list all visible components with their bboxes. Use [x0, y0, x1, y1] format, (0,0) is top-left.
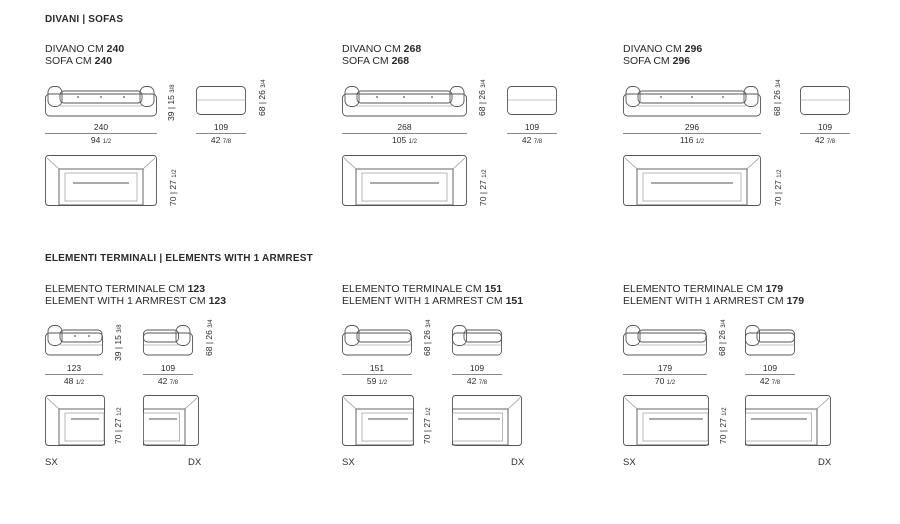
- terminal-top-view-sx-179: [623, 395, 709, 446]
- terminal-label-sx-123: SX: [45, 457, 58, 468]
- sofa-top-view-296: [623, 155, 761, 206]
- sofa-pouf-front-view-296: [800, 86, 850, 115]
- terminal-depth-dim-151: 70 | 27 1/2: [422, 407, 432, 444]
- sofa-pouf-front-view-268: [507, 86, 557, 115]
- terminal-width-dim-179: 179 70 1/2: [623, 363, 707, 386]
- sofa-pouf-width-dim-296: 109 42 7/8: [800, 122, 850, 145]
- terminal-dx-width-dim-123: 109 42 7/8: [143, 363, 193, 386]
- sofa-depth-dim-240: 70 | 27 1/2: [168, 169, 178, 206]
- terminal-height-dim-179: 68 | 26 3/4: [717, 319, 727, 356]
- terminal-dx-width-dim-179: 109 42 7/8: [745, 363, 795, 386]
- sofa-width-dim-268: 268 105 1/2: [342, 122, 467, 145]
- sofa-height-dim-240: 68 | 26 3/4: [257, 79, 267, 116]
- section-title-sofas: DIVANI | SOFAS: [45, 14, 124, 25]
- terminal-depth-dim-179: 70 | 27 1/2: [718, 407, 728, 444]
- terminal-front-view-sx-151: [342, 325, 412, 356]
- terminal-top-view-sx-123: [45, 395, 105, 446]
- sofa-pouf-width-dim-268: 109 42 7/8: [507, 122, 557, 145]
- terminal-label-dx-123: DX: [188, 457, 202, 468]
- terminal-label-dx-179: DX: [818, 457, 832, 468]
- sofa-front-view-240: [45, 86, 157, 117]
- sofa-caption-296: DIVANO CM 296 SOFA CM 296: [623, 43, 703, 67]
- sofa-front-view-296: [623, 86, 761, 117]
- terminal-width-dim-151: 151 59 1/2: [342, 363, 412, 386]
- terminal-top-view-dx-179: [745, 395, 831, 446]
- terminal-front-view-dx-123: [143, 325, 193, 356]
- sofa-top-view-240: [45, 155, 157, 206]
- terminal-top-view-dx-151: [452, 395, 522, 446]
- terminal-height-dim-123: 68 | 26 3/4: [204, 319, 214, 356]
- terminal-depth-dim-123: 70 | 27 1/2: [113, 407, 123, 444]
- sofa-seat-height-dim-240: 39 | 15 3/8: [166, 84, 176, 121]
- sofa-pouf-width-dim-240: 109 42 7/8: [196, 122, 246, 145]
- terminal-label-dx-151: DX: [511, 457, 525, 468]
- sofa-width-dim-240: 240 94 1/2: [45, 122, 157, 145]
- terminal-caption-179: ELEMENTO TERMINALE CM 179 ELEMENT WITH 1…: [623, 283, 805, 307]
- sofa-top-view-268: [342, 155, 467, 206]
- terminal-top-view-sx-151: [342, 395, 414, 446]
- sofa-depth-dim-296: 70 | 27 1/2: [773, 169, 783, 206]
- terminal-front-view-dx-151: [452, 325, 502, 356]
- sofa-front-view-268: [342, 86, 467, 117]
- terminal-front-view-sx-179: [623, 325, 707, 356]
- section-title-terminals: ELEMENTI TERMINALI | ELEMENTS WITH 1 ARM…: [45, 253, 313, 264]
- terminal-label-sx-179: SX: [623, 457, 636, 468]
- terminal-width-dim-123: 123 48 1/2: [45, 363, 103, 386]
- sofa-height-dim-296: 68 | 26 3/4: [772, 79, 782, 116]
- terminal-height-dim-151: 68 | 26 3/4: [422, 319, 432, 356]
- terminal-caption-151: ELEMENTO TERMINALE CM 151 ELEMENT WITH 1…: [342, 283, 524, 307]
- sofa-caption-268: DIVANO CM 268 SOFA CM 268: [342, 43, 422, 67]
- terminal-dx-width-dim-151: 109 42 7/8: [452, 363, 502, 386]
- sofa-width-dim-296: 296 116 1/2: [623, 122, 761, 145]
- terminal-top-view-dx-123: [143, 395, 199, 446]
- terminal-seat-height-dim-123: 39 | 15 3/8: [113, 324, 123, 361]
- sofa-height-dim-268: 68 | 26 3/4: [477, 79, 487, 116]
- sofa-depth-dim-268: 70 | 27 1/2: [478, 169, 488, 206]
- terminal-front-view-sx-123: [45, 325, 103, 356]
- terminal-caption-123: ELEMENTO TERMINALE CM 123 ELEMENT WITH 1…: [45, 283, 227, 307]
- sofa-pouf-front-view-240: [196, 86, 246, 115]
- terminal-front-view-dx-179: [745, 325, 795, 356]
- terminal-label-sx-151: SX: [342, 457, 355, 468]
- sofa-caption-240: DIVANO CM 240 SOFA CM 240: [45, 43, 125, 67]
